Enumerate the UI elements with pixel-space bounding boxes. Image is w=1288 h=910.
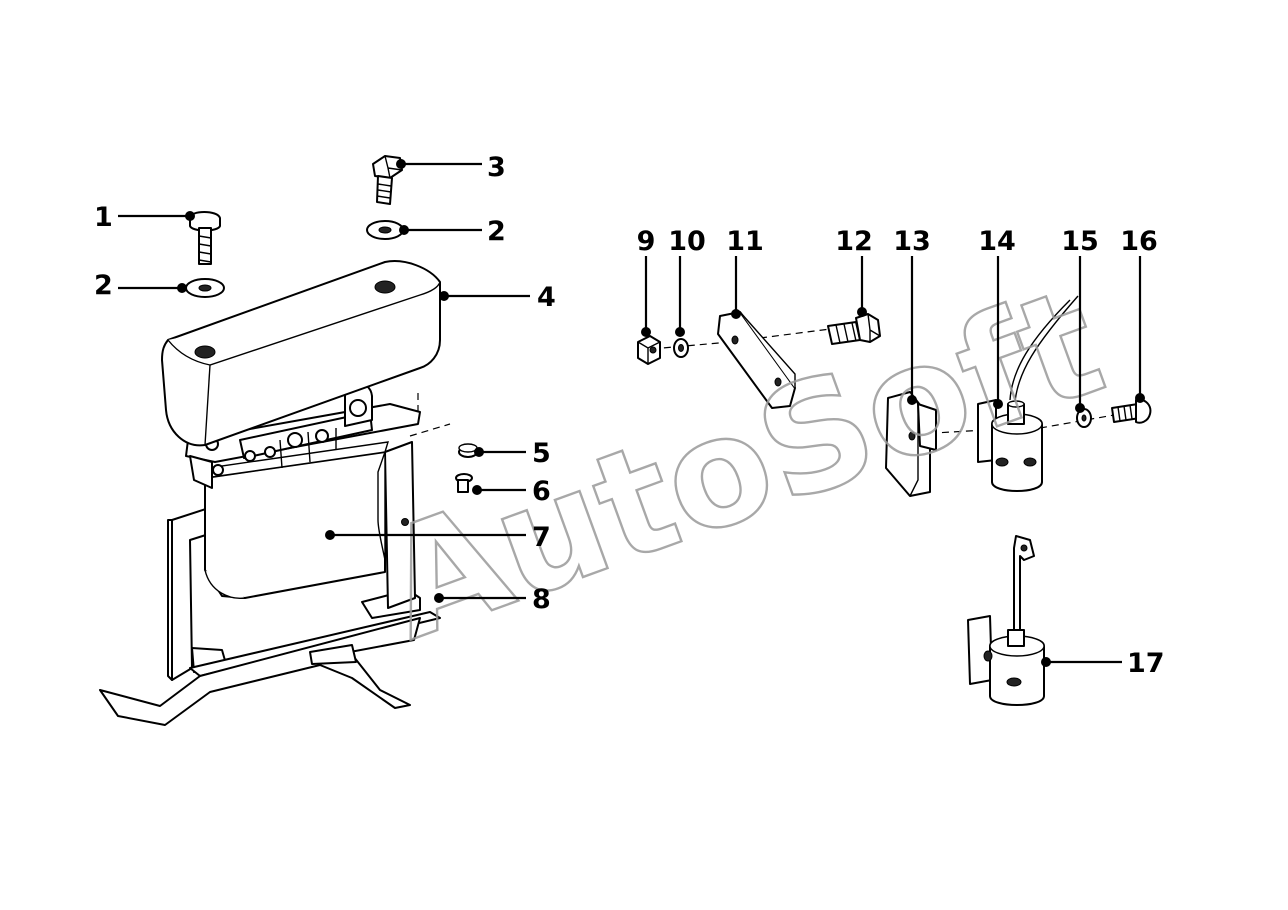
callout-dot xyxy=(439,291,449,301)
callout-15: 15 xyxy=(1061,226,1099,413)
callout-16: 16 xyxy=(1120,226,1158,403)
callout-dot xyxy=(396,159,406,169)
bolt-1 xyxy=(189,211,221,265)
callout-5: 5 xyxy=(474,438,551,469)
screw-6 xyxy=(455,473,473,493)
callout-label: 7 xyxy=(532,522,551,553)
callout-label: 13 xyxy=(893,226,931,257)
callout-dot xyxy=(641,327,651,337)
bolt-12 xyxy=(827,313,881,345)
callout-dot xyxy=(185,211,195,221)
screw-16 xyxy=(1111,398,1152,424)
nut-5 xyxy=(458,443,478,458)
callout-label: 3 xyxy=(487,152,506,183)
bolt-3 xyxy=(372,155,403,205)
capacitor-17 xyxy=(967,535,1045,706)
callout-dot xyxy=(472,485,482,495)
bracket-plate-13 xyxy=(885,391,937,497)
washer-2b xyxy=(366,220,404,240)
callout-17: 17 xyxy=(1041,648,1165,679)
callout-dot xyxy=(731,309,741,319)
callout-label: 14 xyxy=(978,226,1016,257)
callout-label: 11 xyxy=(726,226,764,257)
assembly-line-left xyxy=(409,392,451,437)
callout-dot xyxy=(325,530,335,540)
callout-dot xyxy=(857,307,867,317)
callout-13: 13 xyxy=(893,226,931,405)
mounting-bracket xyxy=(99,441,441,726)
callout-dot xyxy=(1075,403,1085,413)
callout-dot xyxy=(675,327,685,337)
callout-label: 16 xyxy=(1120,226,1158,257)
callout-label: 4 xyxy=(537,282,556,313)
callout-2b: 2 xyxy=(399,216,506,247)
callout-dot xyxy=(1135,393,1145,403)
capacitor-14 xyxy=(977,295,1079,492)
callout-6: 6 xyxy=(472,476,551,507)
washer-2a xyxy=(185,278,225,298)
callout-dot xyxy=(434,593,444,603)
callout-8: 8 xyxy=(434,584,551,615)
callout-label: 2 xyxy=(94,270,113,301)
callout-1: 1 xyxy=(94,202,195,233)
callout-label: 15 xyxy=(1061,226,1099,257)
callout-label: 9 xyxy=(637,226,656,257)
callout-label: 10 xyxy=(668,226,706,257)
callout-dot xyxy=(177,283,187,293)
callout-label: 1 xyxy=(94,202,113,233)
callout-label: 17 xyxy=(1127,648,1165,679)
callout-9: 9 xyxy=(637,226,656,337)
assembly-line-right xyxy=(639,327,1121,435)
callout-4: 4 xyxy=(439,282,556,313)
callout-2a: 2 xyxy=(94,270,187,301)
callout-label: 8 xyxy=(532,584,551,615)
foam-pad xyxy=(161,260,441,447)
callout-label: 5 xyxy=(532,438,551,469)
terminal-strip xyxy=(185,382,421,489)
callout-label: 6 xyxy=(532,476,551,507)
callout-3: 3 xyxy=(396,152,506,183)
callout-label: 2 xyxy=(487,216,506,247)
callout-dot xyxy=(907,395,917,405)
regulator-housing xyxy=(204,441,389,599)
callout-dot xyxy=(993,399,1003,409)
callout-dot xyxy=(1041,657,1051,667)
nut-9 xyxy=(637,335,661,365)
callout-dot xyxy=(399,225,409,235)
callout-14: 14 xyxy=(978,226,1016,409)
lock-washer-10 xyxy=(673,338,689,358)
callout-dot xyxy=(474,447,484,457)
callout-11: 11 xyxy=(726,226,764,319)
callout-12: 12 xyxy=(835,226,873,317)
callout-7: 7 xyxy=(325,522,551,553)
callout-10: 10 xyxy=(668,226,706,337)
callout-label: 12 xyxy=(835,226,873,257)
